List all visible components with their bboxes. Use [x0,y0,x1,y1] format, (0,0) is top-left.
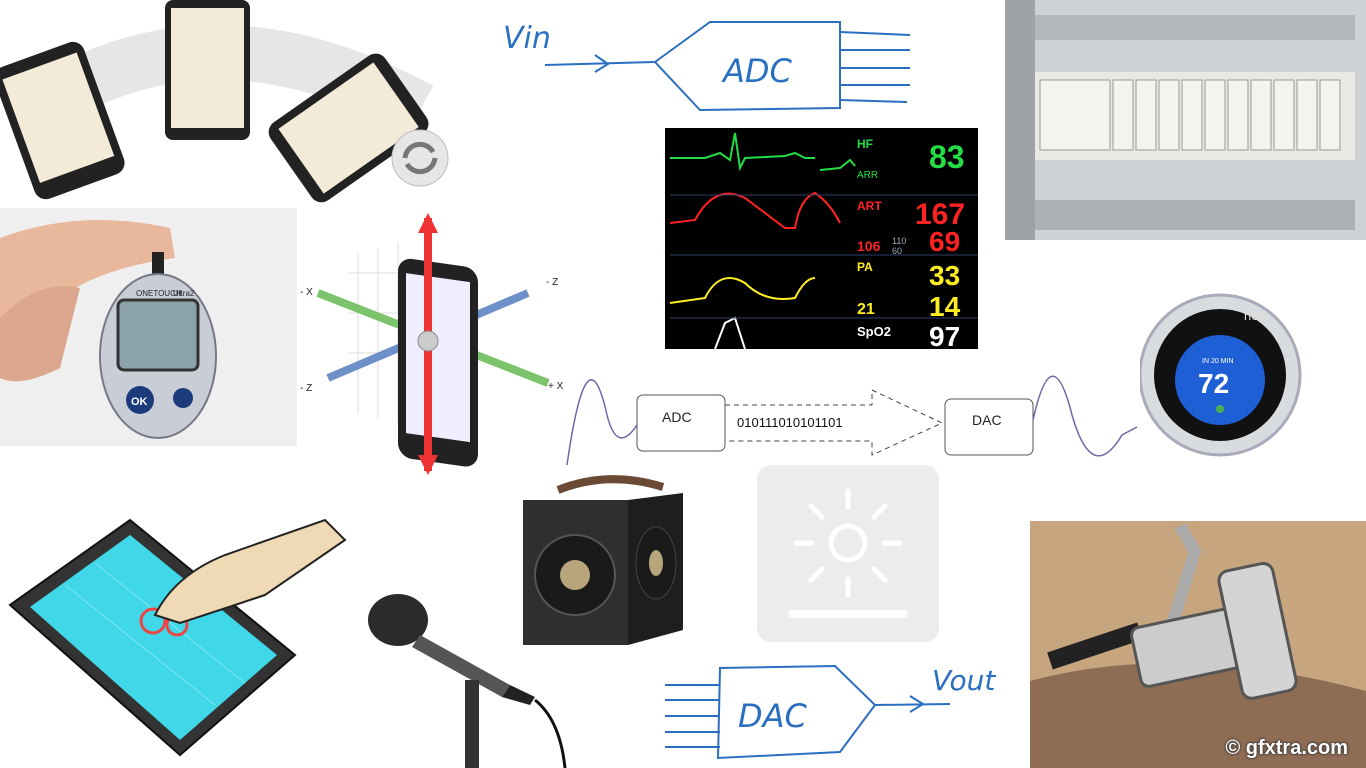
rotate-icon [402,141,438,175]
glucometer-photo: ONETOUCH Ultra2 OK [0,208,297,446]
adc-sketch: Vin ADC [503,21,911,112]
z-pos-label: - Z [546,277,558,288]
adc-block-label: ADC [662,409,692,425]
adc-sketch-label: ADC [721,52,793,90]
art-secondary-value: 69 [929,226,960,257]
nest-temperature: 72 [1198,368,1229,399]
vin-label: Vin [503,21,551,56]
pa-secondary-value: 14 [929,291,961,322]
spo2-value: 97 [929,321,960,349]
rotating-phones-illustration [0,0,449,203]
car-pedals-photo [1030,521,1366,768]
art-mean-label: 106 [857,238,881,254]
dac-sketch-label: DAC [738,697,808,735]
microphone [368,594,567,768]
glucometer-model: Ultra2 [173,289,195,298]
pa-value: 33 [929,260,960,291]
speaker-icon [523,493,683,645]
vout-label: Vout [932,664,996,697]
spo2-label: SpO2 [857,324,891,339]
touch-icon [64,562,246,706]
microphone-icon [368,594,567,768]
plc-cabinet-photo [1005,0,1366,240]
nest-brand: nest [1244,308,1269,323]
x-neg-label: - X [300,287,313,298]
speaker-cube [523,475,683,645]
patient-monitor: HF ARR ART 106 110 60 PA 21 SpO2 83 167 … [665,128,978,349]
art-dia-label: 60 [892,246,902,256]
art-sys-label: 110 [892,236,906,246]
adc-dac-signal-chain: ADC 010111010101101 DAC [566,375,1138,466]
ok-button-label: OK [131,396,148,408]
arr-label: ARR [857,170,878,181]
hf-value: 83 [929,139,965,175]
glucometer-brand: ONETOUCH [136,289,182,298]
x-pos-label: + X [548,381,563,392]
pa-sub-label: 21 [857,301,875,318]
pa-label: PA [857,260,873,274]
nest-thermostat: nest IN 20 MIN 72 [1140,245,1366,485]
brightness-control[interactable] [757,465,939,642]
binary-data: 010111010101101 [737,415,843,430]
art-value: 167 [915,198,965,231]
watermark: © gfxtra.com [1225,737,1348,759]
gyroscope-phone-diagram: - X - Z - Z + X [300,213,563,475]
art-label: ART [857,199,882,213]
z-neg-label: - Z [300,383,312,394]
nest-status: IN 20 MIN [1202,358,1234,365]
dac-sketch: DAC Vout [665,664,996,760]
tablet-multitouch-illustration [8,518,347,757]
brightness-icon [789,488,907,618]
dac-block-label: DAC [972,412,1002,428]
hf-label: HF [857,137,873,151]
